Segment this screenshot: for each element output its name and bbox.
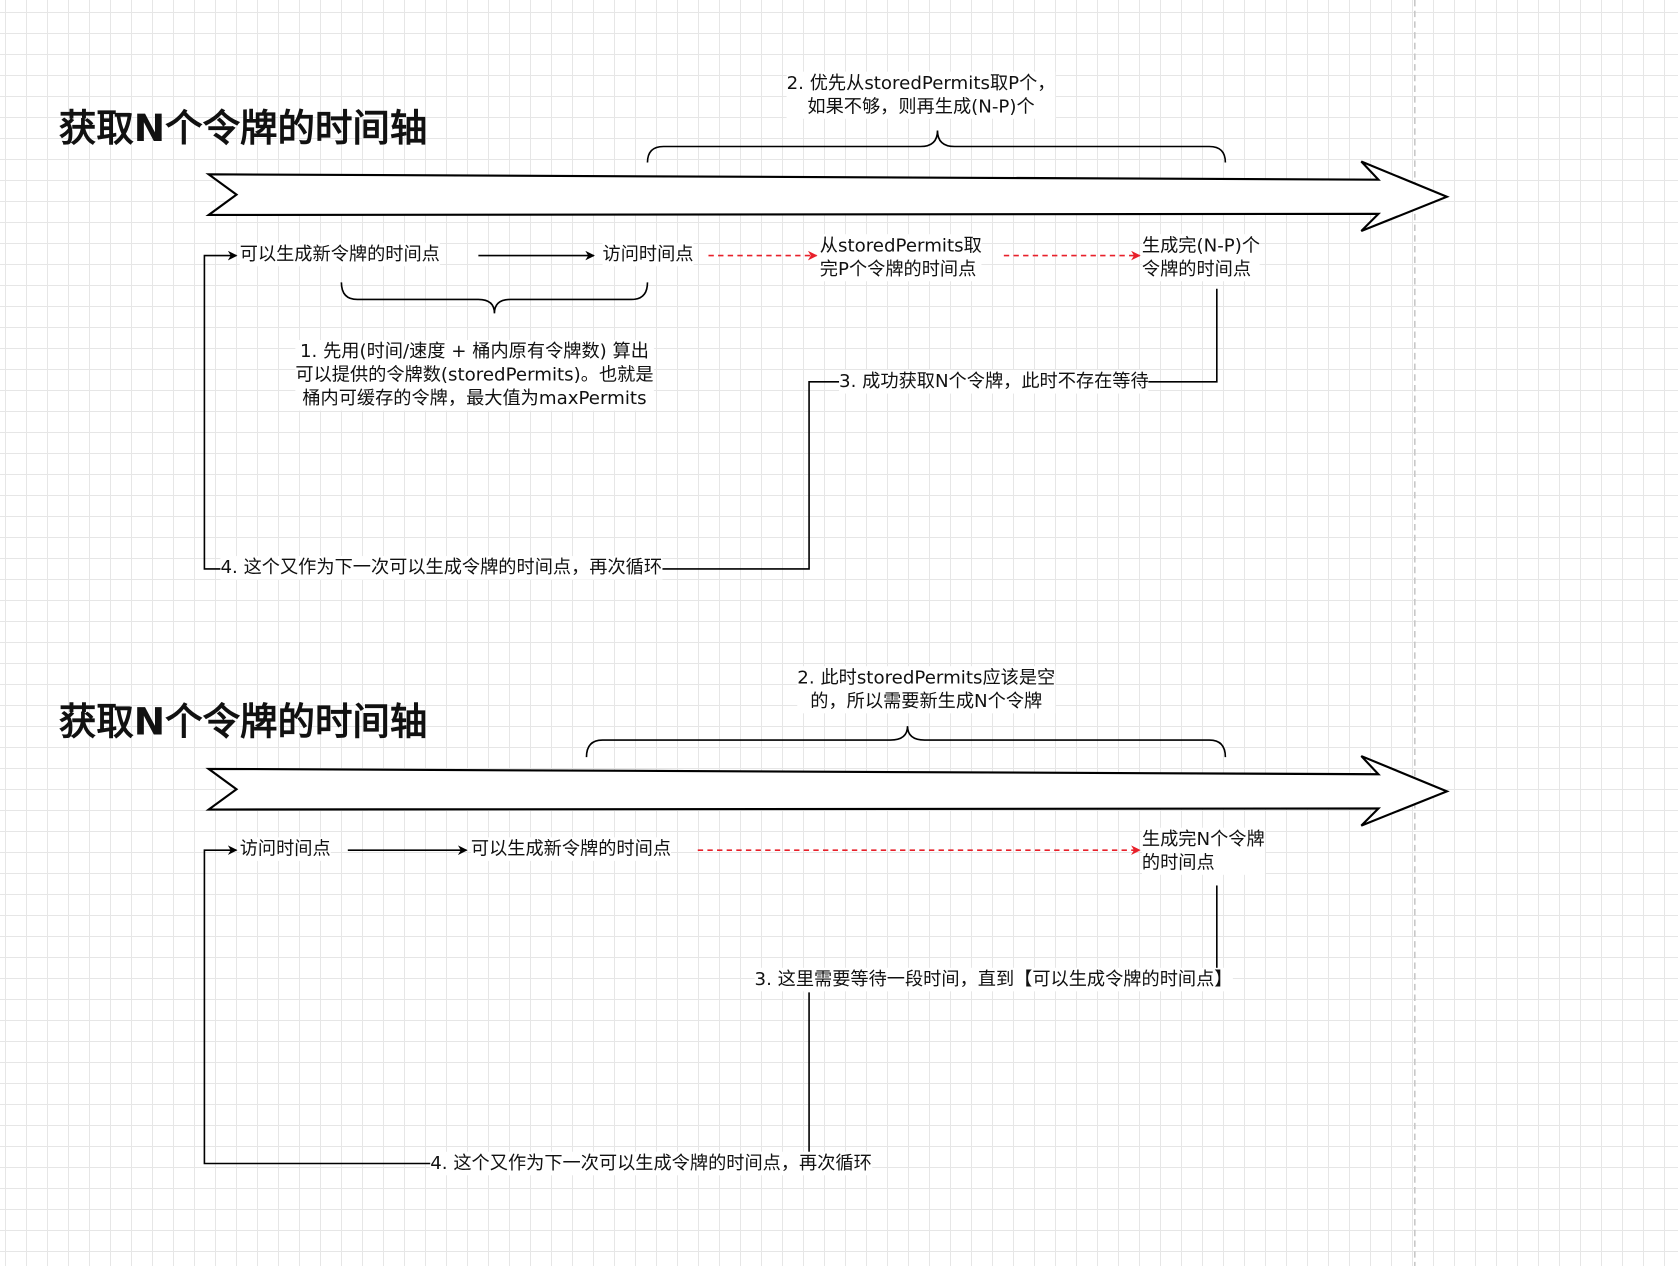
node-gen-done: 生成完N个令牌 的时间点 — [1141, 827, 1265, 875]
timeline-big-arrow — [205, 755, 1450, 827]
note-step4: 4. 这个又作为下一次可以生成令牌的时间点，再次循环 — [430, 1151, 872, 1176]
brace-top — [585, 726, 1227, 758]
connector-step4-loop — [203, 845, 810, 1165]
timeline-big-arrow — [205, 160, 1450, 232]
note-step3: 3. 成功获取N个令牌，此时不存在等待 — [839, 370, 1149, 394]
diagram1 — [203, 130, 1450, 570]
note-step2: 2. 优先从storedPermits取P个， 如果不够，则再生成(N-P)个 — [786, 71, 1056, 119]
node-gen-done: 生成完(N-P)个 令牌的时间点 — [1141, 234, 1261, 282]
connector-step3 — [203, 250, 1218, 570]
note-step3: 3. 这里需要等待一段时间，直到【可以生成令牌的时间点】 — [754, 967, 1233, 992]
diagram2-title: 获取N个令牌的时间轴 — [58, 701, 428, 745]
node-gen-point: 可以生成新令牌的时间点 — [239, 242, 440, 267]
brace-top — [646, 130, 1227, 163]
node-stored-done: 从storedPermits取 完P个令牌的时间点 — [819, 234, 982, 282]
note-step4: 4. 这个又作为下一次可以生成令牌的时间点，再次循环 — [220, 556, 663, 580]
brace-bottom — [340, 282, 649, 314]
note-step2: 2. 此时storedPermits应该是空 的，所以需要新生成N个令牌 — [797, 666, 1056, 714]
node-access-point: 访问时间点 — [602, 242, 694, 267]
node-access-point: 访问时间点 — [239, 837, 331, 861]
node-gen-point: 可以生成新令牌的时间点 — [470, 837, 672, 861]
diagram2 — [203, 726, 1450, 1165]
note-step1: 1. 先用(时间/速度 + 桶内原有令牌数) 算出 可以提供的令牌数(store… — [295, 340, 654, 411]
diagram1-title: 获取N个令牌的时间轴 — [58, 108, 428, 151]
